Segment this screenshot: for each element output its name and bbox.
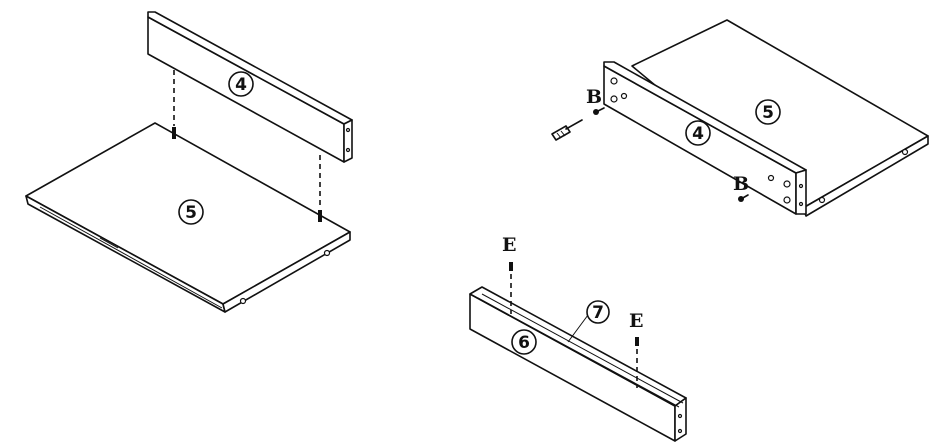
screw-e-right-label: E xyxy=(629,310,643,332)
right-panel-5-label: 5 xyxy=(762,103,774,123)
screwdriver-icon xyxy=(551,119,583,141)
screw-b-bottom-icon xyxy=(738,194,749,202)
screw-b-bottom-label: B xyxy=(733,173,749,195)
bottom-panel-6: 6 xyxy=(469,286,687,442)
screw-b-top-icon xyxy=(593,107,605,115)
right-panel-4-label: 4 xyxy=(692,124,704,144)
left-panel-5: 5 xyxy=(25,122,351,313)
screw-b-top-label: B xyxy=(586,86,602,108)
part-7-leader xyxy=(567,314,589,343)
right-panel-4: 4 xyxy=(603,61,807,215)
left-panel-4-label: 4 xyxy=(235,75,247,95)
screw-e-right-icon xyxy=(635,337,639,346)
left-panel-5-label: 5 xyxy=(185,203,197,223)
part-7-label: 7 xyxy=(592,303,604,323)
left-panel-4: 4 xyxy=(147,11,353,163)
screw-e-left-icon xyxy=(509,262,513,271)
bottom-panel-6-label: 6 xyxy=(518,333,530,353)
screw-e-left-label: E xyxy=(502,234,516,256)
right-panel-5: 5 xyxy=(631,19,929,217)
